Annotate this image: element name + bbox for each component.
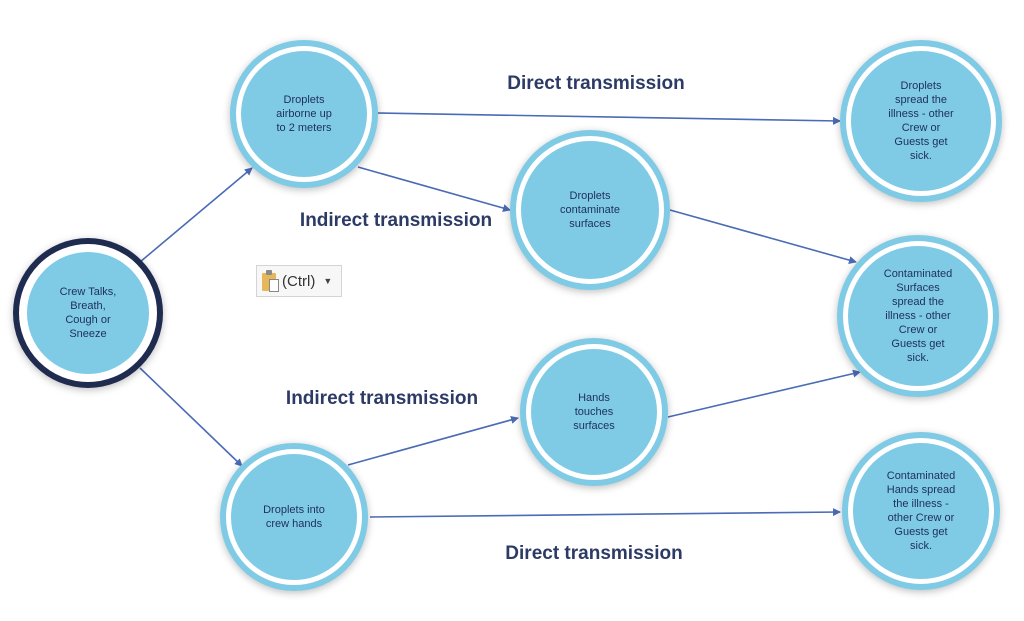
- node-outcome-droplets-text: Droplets spread the illness - other Crew…: [888, 80, 954, 162]
- node-hands-touch-text: Hands touches surfaces: [573, 392, 615, 432]
- arrow-source-to-into-hands: [139, 367, 243, 467]
- arrow-into-hands-to-hands-touch: [347, 416, 519, 466]
- arrow-source-to-airborne: [139, 167, 253, 263]
- label-indirect-transmission-bottom: Indirect transmission: [285, 388, 479, 409]
- label-direct-transmission-top: Direct transmission: [507, 73, 685, 94]
- node-outcome-hands-text: Contaminated Hands spread the illness - …: [886, 470, 956, 552]
- node-contaminate: Droplets contaminate surfaces: [510, 130, 670, 290]
- node-contaminate-text: Droplets contaminate surfaces: [560, 190, 620, 230]
- label-indirect-transmission-top: Indirect transmission: [299, 210, 493, 231]
- node-source: Crew Talks, Breath, Cough or Sneeze: [13, 238, 163, 388]
- label-direct-transmission-bottom: Direct transmission: [505, 543, 683, 564]
- node-into-hands: Droplets into crew hands: [220, 443, 368, 591]
- node-outcome-hands: Contaminated Hands spread the illness - …: [842, 432, 1000, 590]
- node-airborne-text: Droplets airborne up to 2 meters: [276, 94, 332, 134]
- paste-options-label: (Ctrl): [282, 272, 316, 290]
- arrow-hands-touch-to-outcome-surfaces: [667, 369, 861, 418]
- node-airborne: Droplets airborne up to 2 meters: [230, 40, 378, 188]
- arrow-airborne-to-contaminate: [357, 166, 511, 212]
- arrow-contaminate-to-outcome-surfaces: [669, 209, 857, 264]
- arrow-into-hands-to-outcome-hands: [369, 508, 841, 518]
- node-outcome-droplets: Droplets spread the illness - other Crew…: [840, 40, 1002, 202]
- paste-options-button[interactable]: (Ctrl) ▼: [256, 265, 342, 297]
- node-hands-touch: Hands touches surfaces: [520, 338, 668, 486]
- node-outcome-surfaces-text: Contaminated Surfaces spread the illness…: [883, 268, 953, 364]
- node-source-text: Crew Talks, Breath, Cough or Sneeze: [59, 286, 117, 340]
- arrow-airborne-to-outcome-droplets: [377, 112, 841, 125]
- node-outcome-surfaces: Contaminated Surfaces spread the illness…: [837, 235, 999, 397]
- chevron-down-icon: ▼: [323, 276, 333, 286]
- clipboard-icon: [262, 270, 280, 292]
- node-into-hands-text: Droplets into crew hands: [263, 504, 325, 530]
